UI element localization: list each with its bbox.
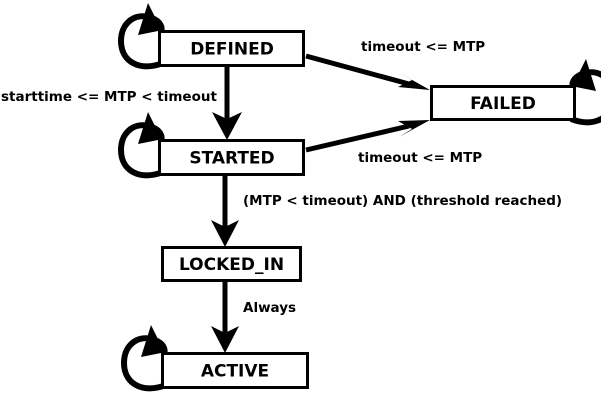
state-node-active[interactable]: ACTIVE	[161, 352, 309, 389]
transition-started-to-lockedin: (MTP < timeout) AND (threshold reached)	[211, 176, 562, 247]
active-self-loop-path	[120, 335, 168, 392]
failed-self-loop-path	[569, 69, 601, 126]
state-label-started: STARTED	[189, 149, 274, 169]
label-always: Always	[243, 300, 296, 316]
state-node-failed[interactable]: FAILED	[430, 85, 576, 121]
label-starttime-mtp-timeout: starttime <= MTP < timeout	[1, 89, 217, 105]
label-mtp-threshold: (MTP < timeout) AND (threshold reached)	[243, 193, 562, 209]
state-box-active[interactable]	[161, 352, 309, 389]
lockedin-to-active-arrowhead	[211, 326, 239, 353]
state-box-started[interactable]	[158, 139, 305, 176]
label-timeout-mtp-bottom: timeout <= MTP	[358, 150, 482, 166]
started-to-failed-arrowhead	[398, 120, 430, 137]
state-box-locked-in[interactable]	[161, 246, 302, 282]
label-timeout-mtp-top: timeout <= MTP	[361, 39, 485, 55]
defined-to-failed-arrowhead	[398, 72, 430, 90]
state-label-failed: FAILED	[470, 94, 536, 114]
state-node-locked-in[interactable]: LOCKED_IN	[161, 246, 302, 282]
transition-defined-to-started: starttime <= MTP < timeout	[1, 67, 242, 140]
transition-defined-to-failed: timeout <= MTP	[305, 39, 485, 90]
state-node-defined[interactable]: DEFINED	[158, 30, 305, 67]
started-to-lockedin-arrowhead	[211, 220, 239, 247]
transition-lockedin-to-active: Always	[211, 282, 296, 353]
defined-to-started-arrowhead	[212, 112, 242, 140]
transition-started-to-failed: timeout <= MTP	[305, 120, 482, 166]
state-box-failed[interactable]	[430, 85, 576, 121]
state-label-locked-in: LOCKED_IN	[179, 255, 284, 275]
started-self-loop-path	[117, 122, 165, 179]
state-box-defined[interactable]	[158, 30, 305, 67]
state-label-active: ACTIVE	[201, 362, 269, 382]
state-node-started[interactable]: STARTED	[158, 139, 305, 176]
defined-self-loop-path	[117, 13, 165, 70]
started-to-failed-line	[305, 123, 410, 153]
defined-to-failed-line	[305, 53, 410, 87]
state-label-defined: DEFINED	[190, 40, 274, 60]
